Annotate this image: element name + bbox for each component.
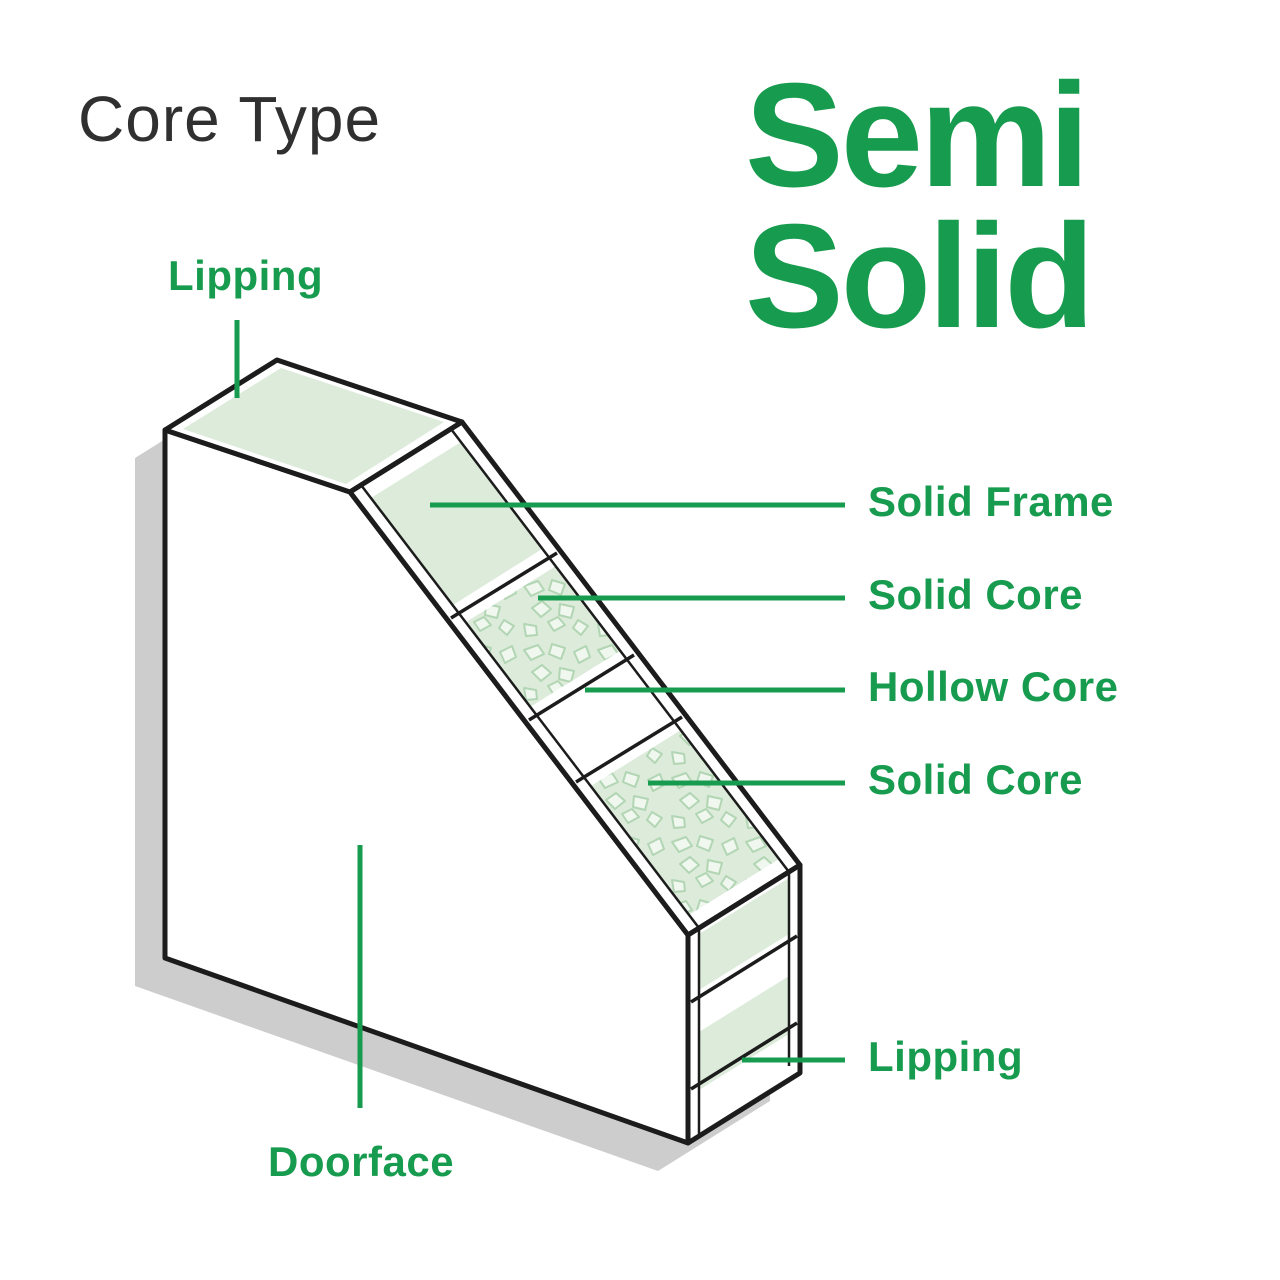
solid-core-1-label: Solid Core bbox=[868, 571, 1084, 618]
lipping-top-region bbox=[183, 368, 444, 484]
bottom-rail-region bbox=[699, 878, 789, 990]
divider-bottom-rail bbox=[690, 934, 798, 1004]
heading-line-semi: Semi bbox=[745, 53, 1090, 218]
lipping-bottom-region bbox=[699, 976, 789, 1090]
hollow-core-label: Hollow Core bbox=[868, 663, 1119, 710]
divider-hollow-core bbox=[575, 715, 683, 784]
solid-frame-label: Solid Frame bbox=[868, 478, 1114, 525]
solid-core-region-2 bbox=[591, 730, 779, 915]
divider-core-hollow bbox=[528, 653, 635, 722]
lipping-top-label: Lipping bbox=[168, 252, 324, 299]
core-type-heading: Semi Solid bbox=[745, 53, 1095, 359]
doorface-label: Doorface bbox=[268, 1138, 455, 1185]
solid-core-2-label: Solid Core bbox=[868, 756, 1084, 803]
divider-frame-core bbox=[450, 551, 558, 620]
page-title: Core Type bbox=[78, 83, 382, 155]
heading-line-solid: Solid bbox=[745, 193, 1095, 359]
divider-bottom-lipping bbox=[690, 1021, 798, 1091]
lipping-bottom-label: Lipping bbox=[868, 1033, 1024, 1080]
solid-frame-region bbox=[371, 442, 542, 605]
front-skin-line bbox=[360, 484, 700, 929]
